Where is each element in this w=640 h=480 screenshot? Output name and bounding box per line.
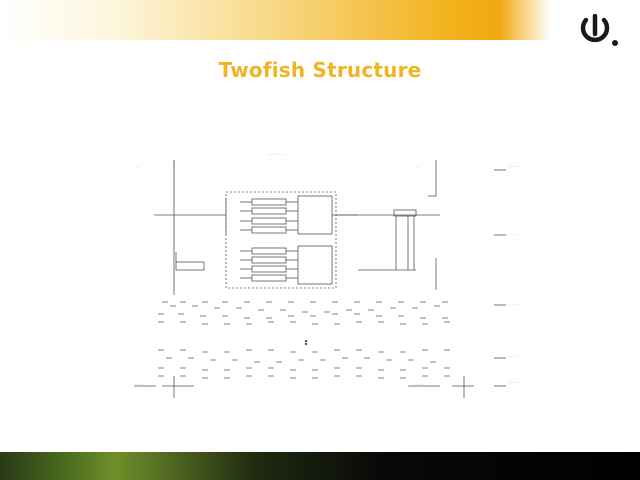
footer-gradient-band xyxy=(0,452,640,480)
power-logo-icon xyxy=(576,13,624,52)
twofish-structure-diagram: · · · · · · · · · · · · · · · · · · · · … xyxy=(134,152,520,398)
header-gradient-band xyxy=(0,0,640,40)
slide-title: Twofish Structure xyxy=(218,58,422,82)
